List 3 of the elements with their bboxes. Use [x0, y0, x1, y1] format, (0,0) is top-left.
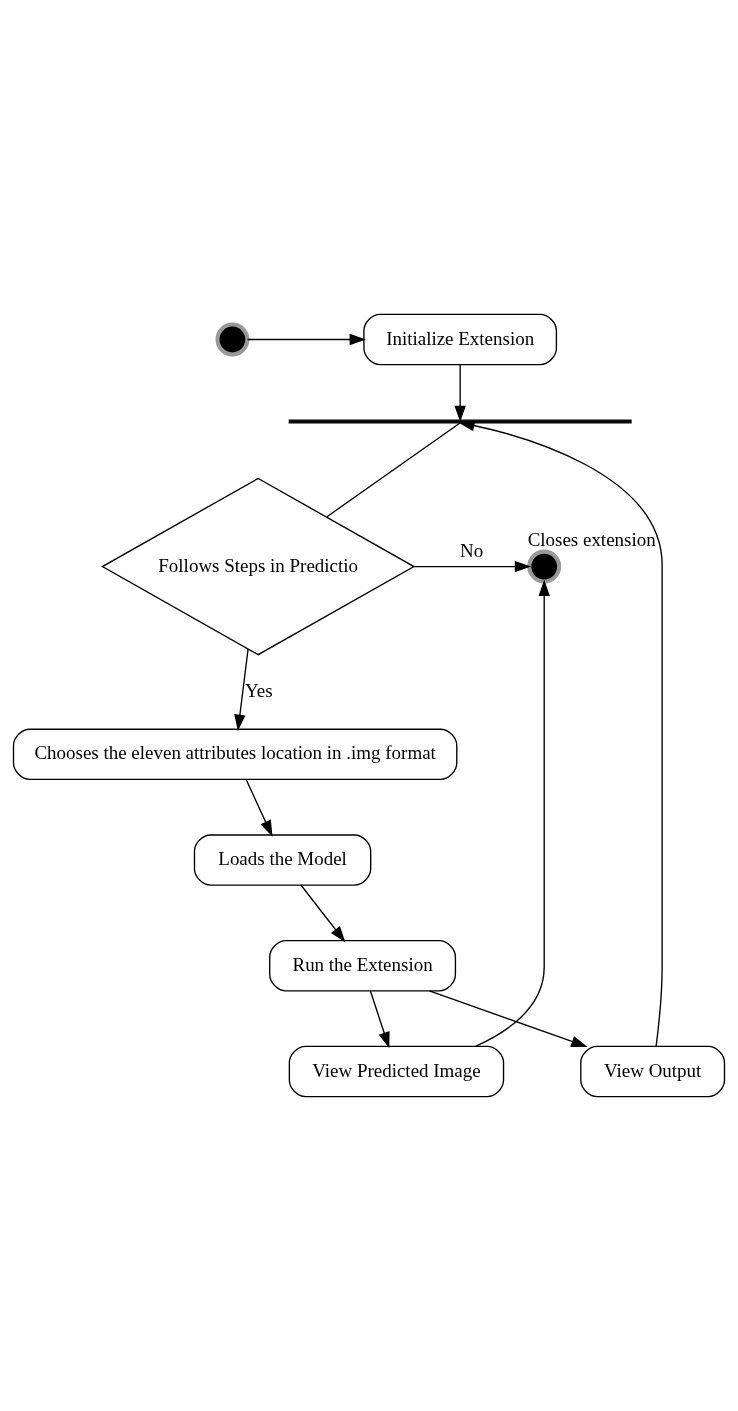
node-label: Closes extension [527, 529, 656, 551]
edge-label: Yes [245, 679, 273, 701]
edge-label: No [460, 540, 484, 562]
